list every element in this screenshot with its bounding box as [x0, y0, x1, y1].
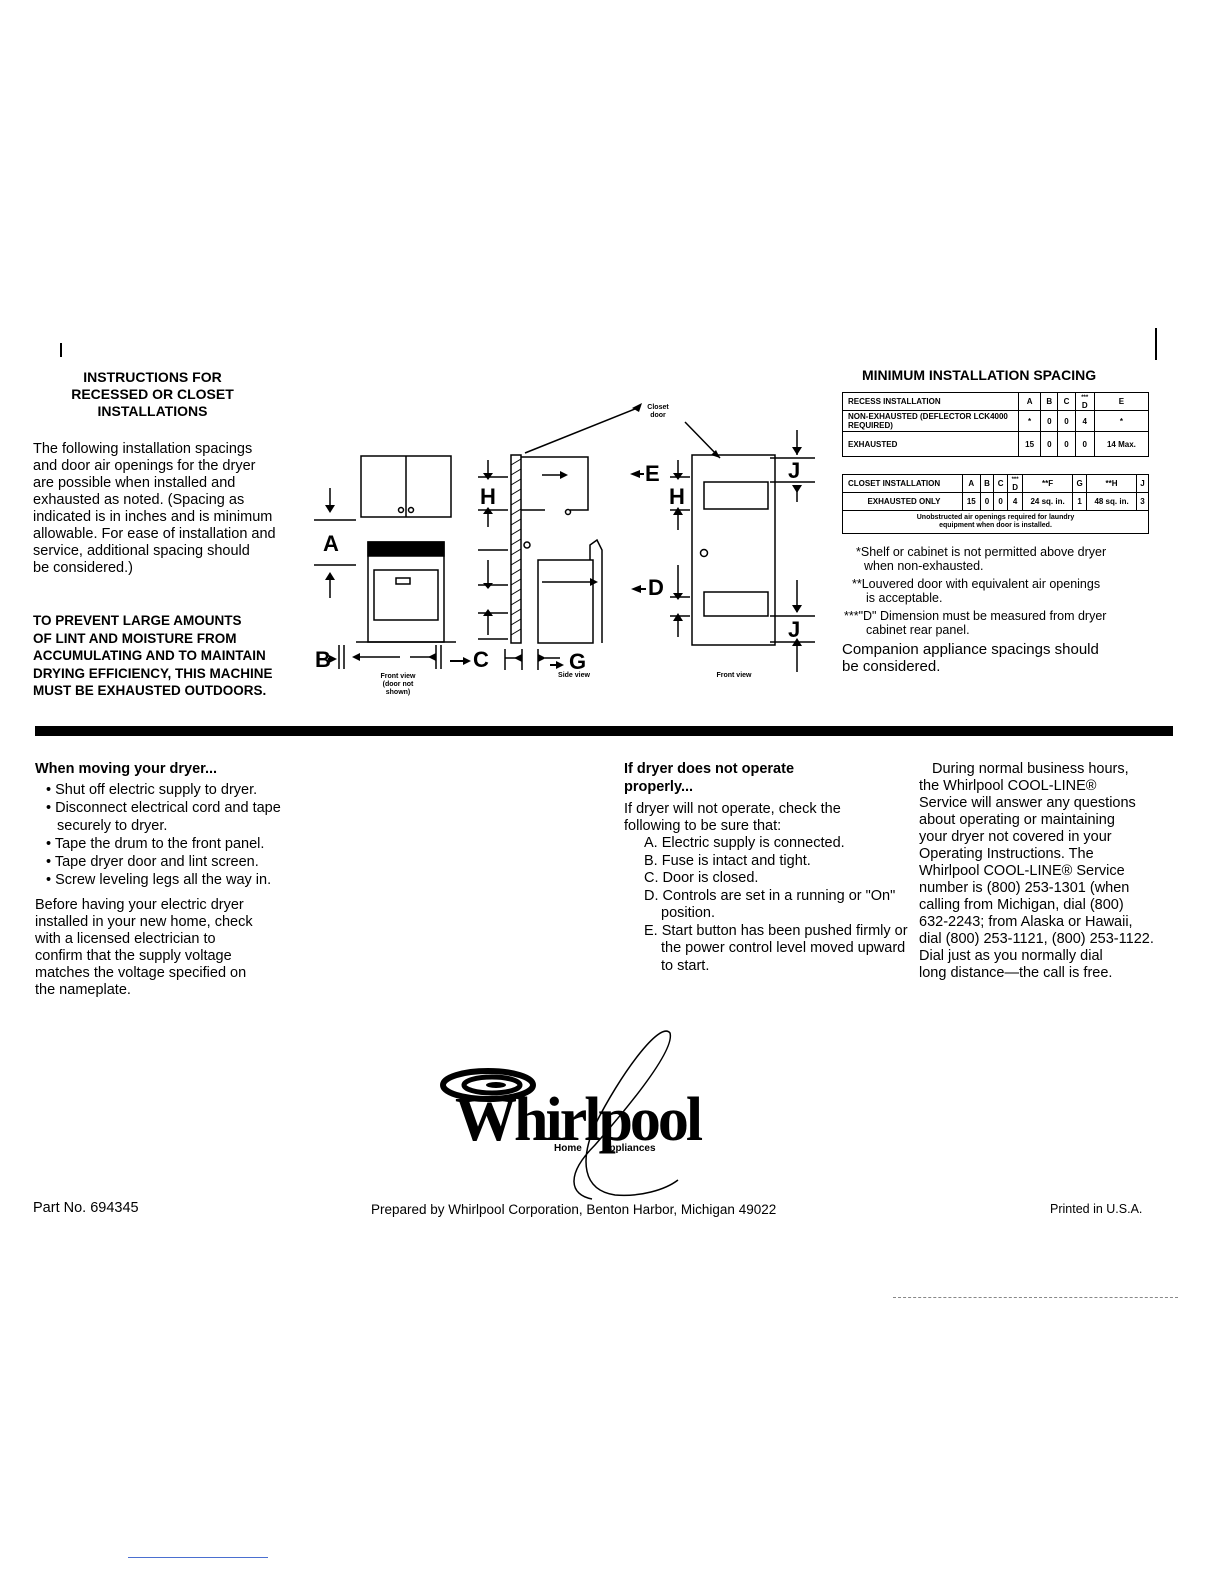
list-item: Shut off electric supply to dryer.	[35, 781, 305, 799]
dim-g: G	[569, 649, 586, 674]
scan-mark	[60, 343, 62, 357]
list-item: C. Door is closed.	[644, 870, 759, 886]
closet-table: CLOSET INSTALLATION A B C ***D **F G **H…	[842, 474, 1150, 534]
table-row: NON-EXHAUSTED (DEFLECTOR LCK4000 REQUIRE…	[842, 410, 1150, 432]
operate-title: If dryer does not operate properly...	[624, 761, 795, 795]
installation-diagram: A B C H E H D J J G Closet door Front vi…	[314, 403, 815, 696]
signature-swoosh-icon	[573, 1030, 679, 1200]
list-item: E. Start button has been pushed firmly o…	[644, 922, 908, 974]
scan-mark	[1155, 328, 1157, 360]
list-item: Screw leveling legs all the way in.	[35, 871, 305, 889]
table-row: RECESS INSTALLATION A B C ***D E	[842, 392, 1150, 411]
spacing-title: MINIMUM INSTALLATION SPACING	[862, 367, 1097, 383]
list-item: A. Electric supply is connected.	[644, 835, 845, 851]
service-info: During normal business hours, the Whirlp…	[919, 761, 1154, 981]
dim-b: B	[315, 647, 331, 672]
list-item: Tape dryer door and lint screen.	[35, 853, 305, 871]
part-number: Part No. 694345	[33, 1200, 139, 1216]
moving-body: Before having your electric dryer instal…	[35, 897, 253, 998]
closet-door-label: Closet	[647, 404, 669, 411]
dim-e: E	[645, 461, 660, 486]
prepared-by: Prepared by Whirlpool Corporation, Bento…	[371, 1202, 777, 1217]
caption-front-view-1: Front view	[380, 673, 416, 680]
operate-checklist: A. Electric supply is connected. B. Fuse…	[624, 835, 909, 975]
list-item: D. Controls are set in a running or "On"…	[644, 887, 896, 922]
printed-in: Printed in U.S.A.	[1050, 1202, 1143, 1216]
svg-text:door: door	[650, 412, 666, 419]
table-row: CLOSET INSTALLATION A B C ***D **F G **H…	[842, 474, 1150, 493]
companion-note: Companion appliance spacings should be c…	[842, 641, 1099, 675]
dim-d: D	[648, 575, 664, 600]
list-item: B. Fuse is intact and tight.	[644, 852, 811, 869]
dim-a: A	[323, 531, 339, 556]
dim-c: C	[473, 647, 489, 672]
dim-j-top: J	[788, 458, 800, 483]
instructions-intro: The following installation spacings and …	[33, 441, 276, 576]
svg-text:shown): shown)	[386, 689, 411, 696]
brand-tagline: Home Appliances	[554, 1143, 656, 1154]
brand-wordmark: Whirlpool	[455, 1086, 703, 1154]
swirl-icon	[440, 1068, 536, 1102]
spacing-footnotes: *Shelf or cabinet is not permitted above…	[844, 545, 1107, 637]
dim-h-side: H	[480, 484, 496, 509]
caption-side-view: Side view	[558, 672, 590, 679]
table-row: Unobstructed air openings required for l…	[842, 510, 1149, 534]
dim-h-front: H	[669, 484, 685, 509]
recess-table: RECESS INSTALLATION A B C ***D E NON-EXH…	[842, 392, 1150, 457]
dim-j-bottom: J	[788, 617, 800, 642]
moving-title: When moving your dryer...	[35, 761, 218, 777]
scan-line	[893, 1297, 1178, 1298]
whirlpool-logo: Whirlpool Home Appliances	[430, 1025, 730, 1205]
instructions-title: INSTRUCTIONS FOR RECESSED OR CLOSET INST…	[71, 369, 234, 419]
table-row: EXHAUSTED ONLY 15 0 0 4 24 sq. in. 1 48 …	[842, 492, 1150, 511]
svg-text:(door not: (door not	[383, 681, 414, 688]
scan-line	[128, 1557, 268, 1558]
list-item: Tape the drum to the front panel.	[35, 835, 305, 853]
operate-intro: If dryer will not operate, check the fol…	[624, 801, 841, 834]
exhaust-warning: TO PREVENT LARGE AMOUNTS OF LINT AND MOI…	[33, 613, 273, 698]
table-row: EXHAUSTED 15 0 0 0 14 Max.	[842, 431, 1150, 457]
divider-bar	[35, 726, 1173, 736]
list-item: Disconnect electrical cord and tape secu…	[35, 799, 305, 835]
caption-front-view-2: Front view	[716, 672, 752, 679]
moving-list: Shut off electric supply to dryer. Disco…	[35, 781, 305, 889]
